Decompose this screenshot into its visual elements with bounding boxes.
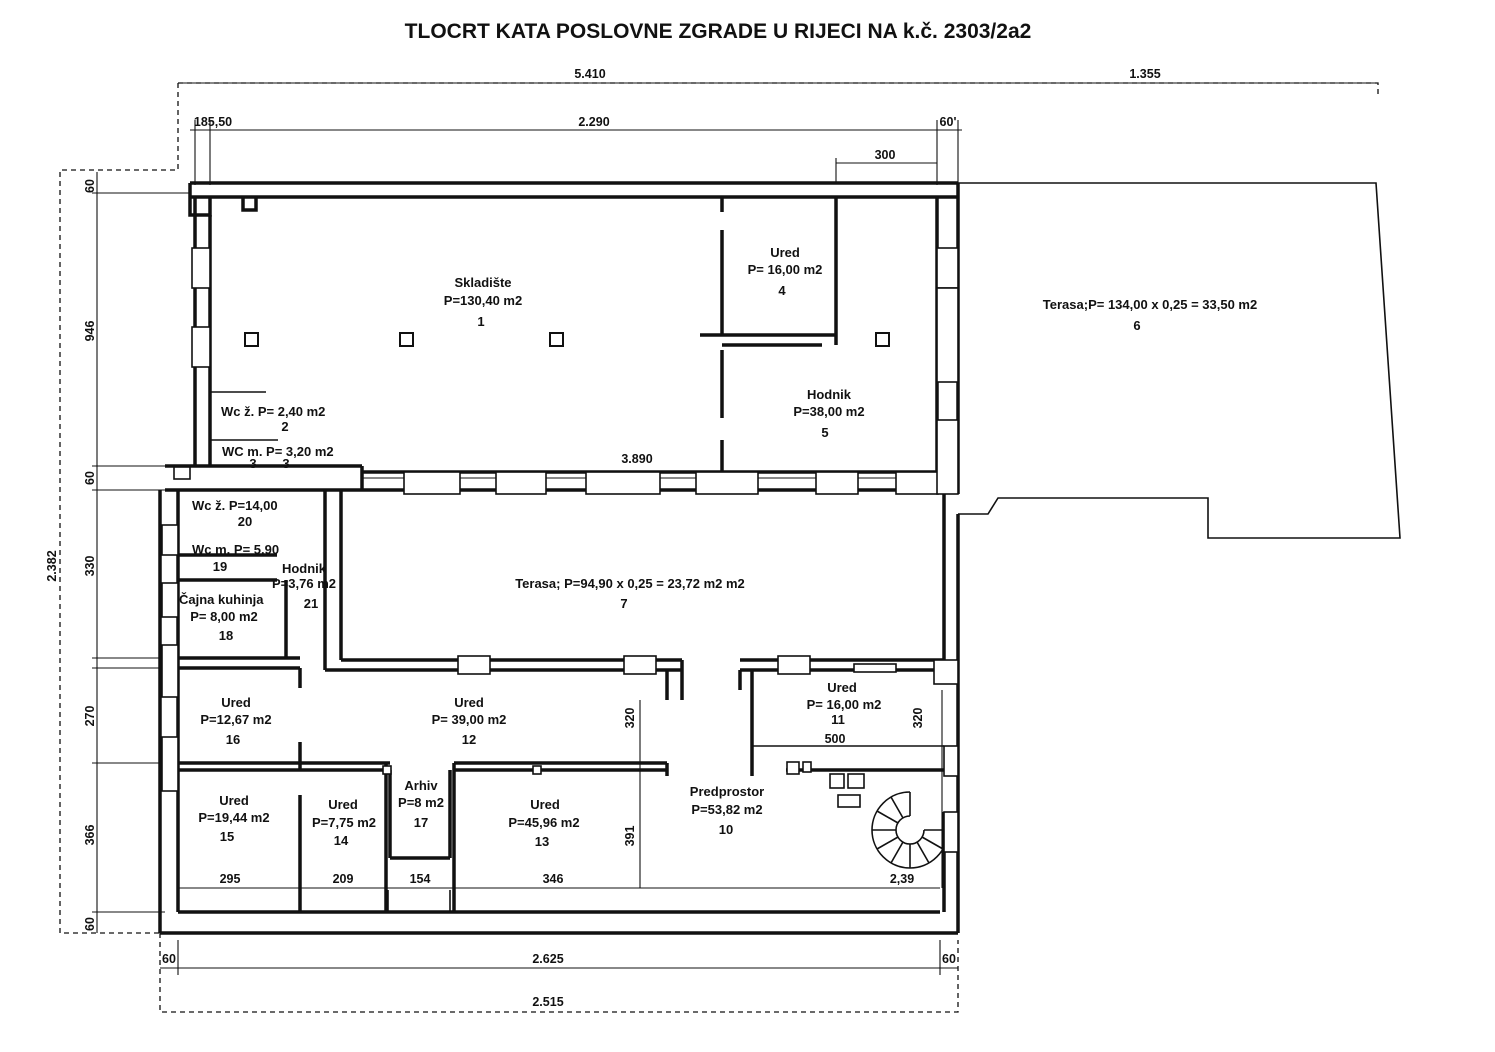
dim-top-total: 5.410 (574, 67, 605, 81)
bottom-dimensions: 60 2.625 60 2.515 (160, 940, 958, 1009)
room-7-name: Terasa; P=94,90 x 0,25 = 23,72 m2 m2 (515, 576, 745, 591)
room-7-number: 7 (620, 596, 627, 611)
room-2-name: Wc ž. P= 2,40 m2 (221, 404, 325, 419)
dim-left-total: 2.382 (45, 550, 59, 581)
dim-left-60-mid: 60 (83, 471, 97, 485)
room-16-name: Ured (221, 695, 251, 710)
room-11-number: 11 (831, 712, 845, 727)
room-18-number: 18 (219, 628, 233, 643)
room-12-name: Ured (454, 695, 484, 710)
columns (244, 332, 890, 347)
room-19-name: Wc m. P= 5,90 (192, 542, 279, 557)
room-10-number: 10 (719, 822, 733, 837)
room-1-name: Skladište (454, 275, 511, 290)
room-3-number: 3 (249, 456, 256, 471)
room-1-area: P=130,40 m2 (444, 293, 522, 308)
room-1-number: 1 (477, 314, 484, 329)
dim-bottom-left-60: 60 (162, 952, 176, 966)
dim-209: 209 (333, 872, 354, 886)
room-17-area: P=8 m2 (398, 795, 444, 810)
dim-top-right-small: 60' (940, 115, 957, 129)
room-4-name: Ured (770, 245, 800, 260)
dim-top-right: 1.355 (1129, 67, 1160, 81)
dim-left-60-bottom: 60 (83, 917, 97, 931)
room-12-number: 12 (462, 732, 476, 747)
dim-bottom-2625: 2.625 (532, 952, 563, 966)
dim-500: 500 (825, 732, 846, 746)
room-4-number: 4 (778, 283, 786, 298)
room-13-name: Ured (530, 797, 560, 812)
dim-320-a: 320 (623, 708, 637, 729)
room-20-number: 20 (238, 514, 252, 529)
plan-title: TLOCRT KATA POSLOVNE ZGRADE U RIJECI NA … (405, 20, 1032, 43)
dim-239: 2,39 (890, 872, 914, 886)
room-5-number: 5 (821, 425, 828, 440)
room-21-area: P=3,76 m2 (272, 576, 336, 591)
room-16-area: P=12,67 m2 (200, 712, 271, 727)
dim-320-b: 320 (911, 708, 925, 729)
room-17-name: Arhiv (404, 778, 438, 793)
dim-391: 391 (623, 826, 637, 847)
room-5-name: Hodnik (807, 387, 852, 402)
room-16-number: 16 (226, 732, 240, 747)
room-13-area: P=45,96 m2 (508, 815, 579, 830)
room-15-number: 15 (220, 829, 234, 844)
room-2-number: 2 (281, 419, 288, 434)
terrace-6-outline (958, 182, 1401, 539)
room-labels: Skladište P=130,40 m2 1 Wc ž. P= 2,40 m2… (179, 245, 1257, 849)
room-3-name: WC m. P= 3,20 m2 (222, 444, 334, 459)
room-15-name: Ured (219, 793, 249, 808)
room-10-name: Predprostor (690, 784, 764, 799)
room-18-name: Čajna kuhinja (179, 592, 264, 607)
room-11-name: Ured (827, 680, 857, 695)
dim-left-60-top: 60 (83, 179, 97, 193)
dim-346: 346 (543, 872, 564, 886)
room-14-name: Ured (328, 797, 358, 812)
room-12-area: P= 39,00 m2 (432, 712, 507, 727)
dim-left-946: 946 (83, 321, 97, 342)
inner-dimensions: 3.890 320 320 391 500 295 209 154 346 2,… (220, 452, 925, 886)
dim-300: 300 (875, 148, 896, 162)
room-10-area: P=53,82 m2 (691, 802, 762, 817)
room-21-number: 21 (304, 596, 318, 611)
dim-left-330: 330 (83, 556, 97, 577)
room-14-area: P=7,75 m2 (312, 815, 376, 830)
room-18-area: P= 8,00 m2 (190, 609, 258, 624)
room-6-name: Terasa;P= 134,00 x 0,25 = 33,50 m2 (1043, 297, 1257, 312)
room-5-area: P=38,00 m2 (793, 404, 864, 419)
room-19-number: 19 (213, 559, 227, 574)
dim-left-270: 270 (83, 706, 97, 727)
room-21-name: Hodnik (282, 561, 327, 576)
room-11-area: P= 16,00 m2 (807, 697, 882, 712)
room-17-number: 17 (414, 815, 428, 830)
room-14-number: 14 (334, 833, 349, 848)
room-4-area: P= 16,00 m2 (748, 262, 823, 277)
dim-154: 154 (410, 872, 431, 886)
room-13-number: 13 (535, 834, 549, 849)
room-15-area: P=19,44 m2 (198, 810, 269, 825)
dim-top-main: 2.290 (578, 115, 609, 129)
dim-bottom-right-60: 60 (942, 952, 956, 966)
dim-3890: 3.890 (621, 452, 652, 466)
dim-left-366: 366 (83, 825, 97, 846)
top-dimensions: 5.410 1.355 185,50 2.290 60' 300 (178, 67, 1378, 185)
dim-295: 295 (220, 872, 241, 886)
dim-bottom-2515: 2.515 (532, 995, 563, 1009)
room-3-number-extra: 3 (282, 456, 289, 471)
room-20-name: Wc ž. P=14,00 (192, 498, 278, 513)
dim-top-left-small: 185,50 (194, 115, 232, 129)
windows (161, 247, 959, 853)
room-6-number: 6 (1133, 318, 1140, 333)
spiral-stair (871, 791, 949, 869)
